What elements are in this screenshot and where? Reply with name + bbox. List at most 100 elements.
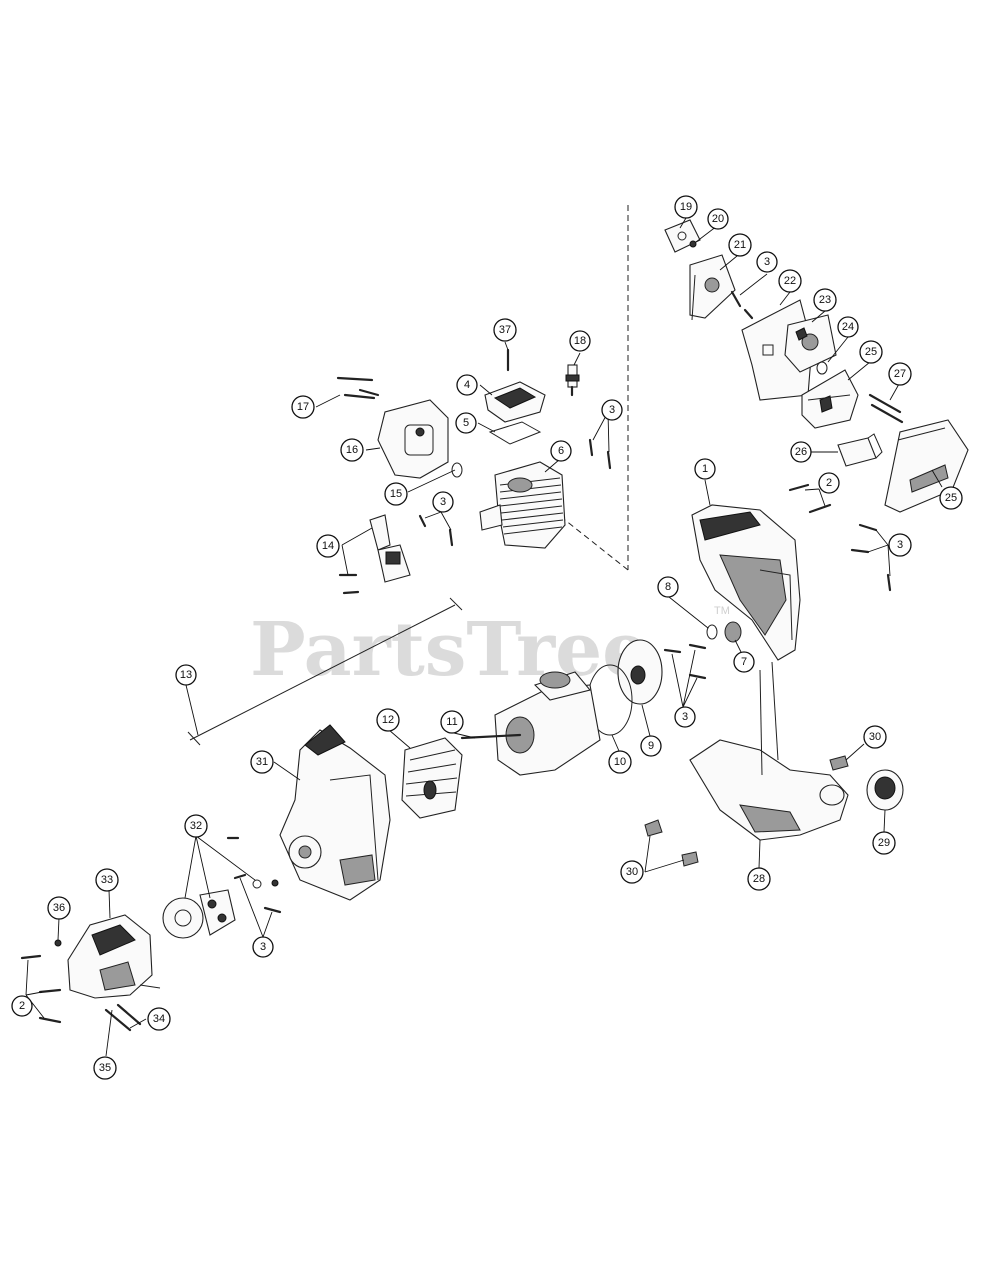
svg-text:3: 3 (609, 404, 615, 416)
callout-16: 16 (340, 438, 364, 462)
svg-text:18: 18 (574, 335, 586, 347)
part-clips-30 (644, 755, 849, 867)
svg-text:25: 25 (945, 492, 957, 504)
part-screws-27 (868, 393, 904, 424)
callout-2-b: 2 (11, 995, 33, 1017)
svg-text:19: 19 (680, 201, 692, 213)
part-bushing-7 (724, 621, 742, 643)
svg-text:16: 16 (346, 444, 358, 456)
svg-text:25: 25 (865, 346, 877, 358)
svg-text:11: 11 (446, 716, 457, 728)
part-engine-housing-1 (691, 504, 801, 661)
svg-text:21: 21 (734, 239, 746, 251)
callout-4: 4 (456, 374, 478, 396)
callout-6: 6 (550, 440, 572, 462)
callout-15: 15 (384, 482, 408, 506)
svg-text:4: 4 (464, 379, 470, 391)
watermark-trademark: TM (714, 605, 730, 617)
part-pins-34-35 (104, 1003, 142, 1032)
part-fan-housing-33 (67, 914, 161, 999)
part-spark-plug-18 (565, 364, 580, 397)
svg-text:23: 23 (819, 294, 831, 306)
svg-text:17: 17 (297, 401, 309, 413)
callout-17: 17 (291, 395, 315, 419)
part-screws-3-clutch (233, 873, 282, 914)
svg-text:36: 36 (53, 902, 65, 914)
part-filter-element-26 (837, 433, 883, 467)
callout-10: 10 (608, 750, 632, 774)
callout-3-d: 3 (432, 491, 454, 513)
callout-3-c: 3 (601, 399, 623, 421)
svg-text:15: 15 (390, 488, 402, 500)
leader-lines (25, 217, 943, 1057)
callout-35: 35 (93, 1056, 117, 1080)
part-washer-8 (706, 624, 718, 640)
callout-37: 37 (493, 318, 517, 342)
part-screws-3-muffler (418, 514, 454, 547)
svg-text:31: 31 (256, 756, 268, 768)
svg-text:9: 9 (648, 740, 654, 752)
dashed-alignment-line (564, 205, 629, 571)
callout-1: 1 (694, 458, 716, 480)
callout-14: 14 (316, 534, 340, 558)
part-screws-3-cylinder (588, 438, 612, 470)
svg-text:3: 3 (897, 539, 903, 551)
part-ring-24 (816, 361, 828, 375)
svg-text:24: 24 (842, 321, 854, 333)
callout-33: 33 (95, 868, 119, 892)
part-ignition-coil-14 (338, 514, 411, 595)
watermark-text: PartsTree (250, 607, 649, 693)
callout-18: 18 (569, 330, 591, 352)
callout-12: 12 (376, 708, 400, 732)
callout-23: 23 (813, 288, 837, 312)
callout-32: 32 (184, 814, 208, 838)
part-screws-2-housing (788, 483, 832, 514)
part-gasket-19 (664, 219, 701, 253)
svg-text:6: 6 (558, 445, 564, 457)
svg-text:3: 3 (260, 941, 266, 953)
callout-22: 22 (778, 269, 802, 293)
callout-25-a: 25 (859, 340, 883, 364)
part-carburetor-23 (784, 314, 837, 373)
part-muffler-16 (377, 399, 449, 479)
callout-26: 26 (790, 441, 812, 463)
svg-text:3: 3 (440, 496, 446, 508)
callout-24: 24 (837, 316, 859, 338)
callout-2-a: 2 (818, 472, 840, 494)
svg-text:2: 2 (19, 1000, 25, 1012)
part-air-filter-base-25 (801, 369, 859, 429)
callout-11: 11 (440, 710, 464, 734)
part-screws-3-middle (663, 643, 707, 680)
svg-text:1: 1 (702, 463, 708, 475)
callout-3-b: 3 (888, 533, 912, 557)
part-clutch-32 (162, 836, 262, 939)
svg-text:20: 20 (712, 213, 724, 225)
svg-text:32: 32 (190, 820, 202, 832)
part-shaft-housing-28 (689, 661, 849, 841)
svg-text:14: 14 (322, 540, 334, 552)
callout-34: 34 (147, 1007, 171, 1031)
callout-36: 36 (47, 896, 71, 920)
svg-text:7: 7 (741, 656, 747, 668)
callout-28: 28 (747, 867, 771, 891)
callout-5: 5 (455, 412, 477, 434)
part-starter-housing-31 (279, 724, 391, 901)
svg-text:10: 10 (614, 756, 626, 768)
svg-text:22: 22 (784, 275, 796, 287)
callout-7: 7 (733, 651, 755, 673)
partstree-watermark: PartsTree TM (250, 605, 730, 693)
svg-text:2: 2 (826, 477, 832, 489)
part-screws-17 (336, 376, 380, 400)
part-crankcase-11 (460, 671, 601, 776)
part-screws-2-lower (20, 954, 62, 1024)
callout-3-f: 3 (252, 936, 274, 958)
callout-29: 29 (872, 831, 896, 855)
part-throttle-cable-13 (187, 597, 463, 746)
svg-text:34: 34 (153, 1013, 165, 1025)
svg-text:30: 30 (626, 866, 638, 878)
svg-text:27: 27 (894, 368, 906, 380)
part-cylinder-cover-4 (484, 381, 546, 423)
callout-30-a: 30 (863, 725, 887, 749)
svg-text:30: 30 (869, 731, 881, 743)
callout-3-a: 3 (756, 251, 778, 273)
